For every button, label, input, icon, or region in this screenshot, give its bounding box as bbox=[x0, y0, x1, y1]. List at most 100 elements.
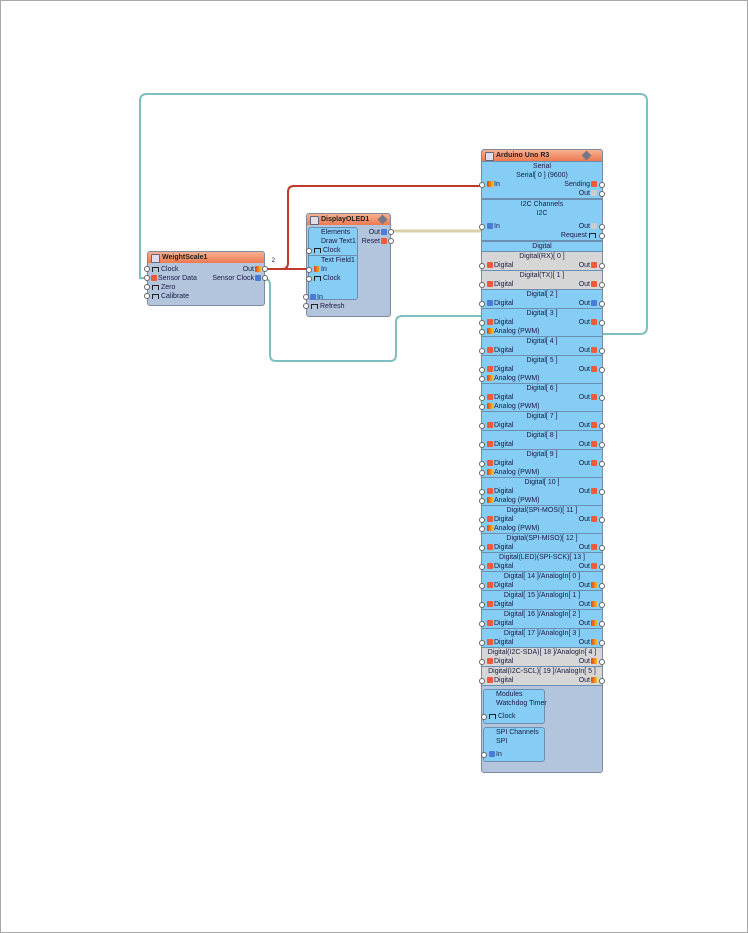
pin-header[interactable]: Digital[ 17 ]/AnalogIn[ 3 ] bbox=[503, 630, 581, 637]
pin-out[interactable]: Out bbox=[579, 600, 598, 609]
wire-sensor-clock-to-digital2[interactable] bbox=[264, 278, 481, 362]
pin-out[interactable]: Out bbox=[579, 440, 598, 449]
pin-watchdog-clock[interactable]: Clock bbox=[481, 712, 544, 721]
pin-request[interactable]: Request bbox=[482, 231, 605, 240]
pin-header[interactable]: Digital[ 5 ] bbox=[526, 357, 558, 364]
tools-icon[interactable] bbox=[581, 150, 592, 161]
modules-panel[interactable]: Modules Watchdog Timer Clock bbox=[481, 689, 547, 724]
arduino-uno-component[interactable]: Arduino Uno R3 Serial Serial[ 0 ] (9600)… bbox=[479, 149, 605, 773]
pin-text-field-in[interactable]: In bbox=[306, 265, 357, 274]
pin-out[interactable]: Out bbox=[579, 487, 598, 496]
pin-refresh[interactable]: Refresh bbox=[303, 302, 345, 311]
pin-draw-text-clock[interactable]: Clock bbox=[306, 246, 357, 255]
i2c-channel[interactable]: I2C bbox=[536, 210, 548, 217]
pin-display-in[interactable]: In bbox=[303, 293, 323, 302]
pin-zero[interactable]: Zero bbox=[144, 283, 175, 292]
pin-out[interactable]: Out bbox=[579, 346, 598, 355]
pin-out[interactable]: Out bbox=[579, 318, 598, 327]
weightscale-component[interactable]: WeightScale1 Clock Sensor Data Zero Cali… bbox=[144, 251, 275, 306]
pin-header[interactable]: Digital(I2C-SCL)[ 19 ]/AnalogIn[ 5 ] bbox=[488, 668, 596, 675]
pin-analog-in[interactable]: Analog (PWM) bbox=[479, 374, 602, 383]
pin-display-reset[interactable]: Reset bbox=[362, 237, 394, 246]
pin-header[interactable]: Digital(RX)[ 0 ] bbox=[519, 253, 565, 260]
pin-calibrate[interactable]: Calibrate bbox=[144, 292, 189, 301]
pin-serial-out[interactable]: Out bbox=[482, 189, 605, 198]
pin-header[interactable]: Digital[ 14 ]/AnalogIn[ 0 ] bbox=[503, 573, 581, 580]
pin-header[interactable]: Digital(SPI-MISO)[ 12 ] bbox=[506, 535, 578, 542]
pin-sensor-clock[interactable]: Sensor Clock bbox=[212, 274, 268, 283]
pin-header[interactable]: Digital(TX)[ 1 ] bbox=[519, 272, 565, 279]
pin-out[interactable]: Out bbox=[579, 261, 598, 270]
spi-channel[interactable]: SPI bbox=[496, 738, 508, 745]
watchdog-timer-element[interactable]: Watchdog Timer bbox=[496, 700, 547, 707]
pin-header[interactable]: Digital(LED)(SPI-SCK)[ 13 ] bbox=[499, 554, 585, 561]
pin-out[interactable]: Out bbox=[579, 581, 598, 590]
pin-out[interactable]: Out bbox=[579, 280, 598, 289]
pin-display-out[interactable]: Out bbox=[369, 228, 394, 237]
pin-out[interactable]: Out bbox=[579, 459, 598, 468]
pin-out[interactable]: Out bbox=[579, 676, 598, 685]
pin-header[interactable]: Digital[ 4 ] bbox=[526, 338, 558, 345]
pin-header[interactable]: Digital[ 16 ]/AnalogIn[ 2 ] bbox=[503, 611, 581, 618]
pin-sending[interactable]: Sending bbox=[564, 180, 598, 189]
arduino-header[interactable]: Arduino Uno R3 bbox=[482, 150, 602, 161]
pin-sensor-data[interactable]: Sensor Data bbox=[144, 274, 197, 283]
pin-out[interactable]: Out bbox=[579, 638, 598, 647]
tools-icon[interactable] bbox=[377, 214, 388, 225]
pin-header[interactable]: Digital(I2C-SDA)[ 18 ]/AnalogIn[ 4 ] bbox=[487, 649, 597, 656]
pin-analog-in[interactable]: Analog (PWM) bbox=[479, 327, 602, 336]
pin-analog-in[interactable]: Analog (PWM) bbox=[479, 524, 602, 533]
pin-spi-in[interactable]: In bbox=[481, 750, 544, 759]
pin-out[interactable]: Out bbox=[579, 619, 598, 628]
pin-out[interactable]: Out bbox=[579, 543, 598, 552]
pin-clock[interactable]: Clock bbox=[144, 265, 179, 274]
text-field-element[interactable]: Text Field1 bbox=[309, 255, 357, 265]
pin-analog-in[interactable]: Analog (PWM) bbox=[479, 402, 602, 411]
pin-out[interactable]: Out bbox=[579, 421, 598, 430]
pin-header[interactable]: Digital[ 9 ] bbox=[526, 451, 558, 458]
pin-header[interactable]: Digital[ 10 ] bbox=[524, 479, 560, 486]
pin-out[interactable]: Out bbox=[579, 393, 598, 402]
pin-header[interactable]: Digital[ 8 ] bbox=[526, 432, 558, 439]
pin-out[interactable]: Out bbox=[579, 515, 598, 524]
serial-channel[interactable]: Serial[ 0 ] (9600) bbox=[516, 172, 568, 179]
spi-panel[interactable]: SPI Channels SPI In bbox=[481, 727, 545, 762]
pin-header[interactable]: Digital[ 7 ] bbox=[526, 413, 558, 420]
display-oled-component[interactable]: DisplayOLED1 Elements Draw Text1 Clock T… bbox=[303, 213, 394, 317]
pin-out[interactable]: Out bbox=[579, 657, 598, 666]
display-header[interactable]: DisplayOLED1 bbox=[307, 214, 390, 225]
pin-out[interactable]: Out bbox=[579, 299, 598, 308]
pin-header[interactable]: Digital(SPI-MOSI)[ 11 ] bbox=[506, 507, 578, 514]
pin-out[interactable]: Out bbox=[579, 365, 598, 374]
wire-sensor-data-to-digital3[interactable] bbox=[139, 93, 648, 335]
pin-analog-in[interactable]: Analog (PWM) bbox=[479, 496, 602, 505]
pin-header[interactable]: Digital[ 15 ]/AnalogIn[ 1 ] bbox=[503, 592, 581, 599]
weightscale-header[interactable]: WeightScale1 bbox=[148, 252, 264, 263]
pin-out[interactable]: Out bbox=[579, 562, 598, 571]
pin-out[interactable]: Out bbox=[243, 265, 268, 274]
pin-header[interactable]: Digital[ 6 ] bbox=[526, 385, 558, 392]
